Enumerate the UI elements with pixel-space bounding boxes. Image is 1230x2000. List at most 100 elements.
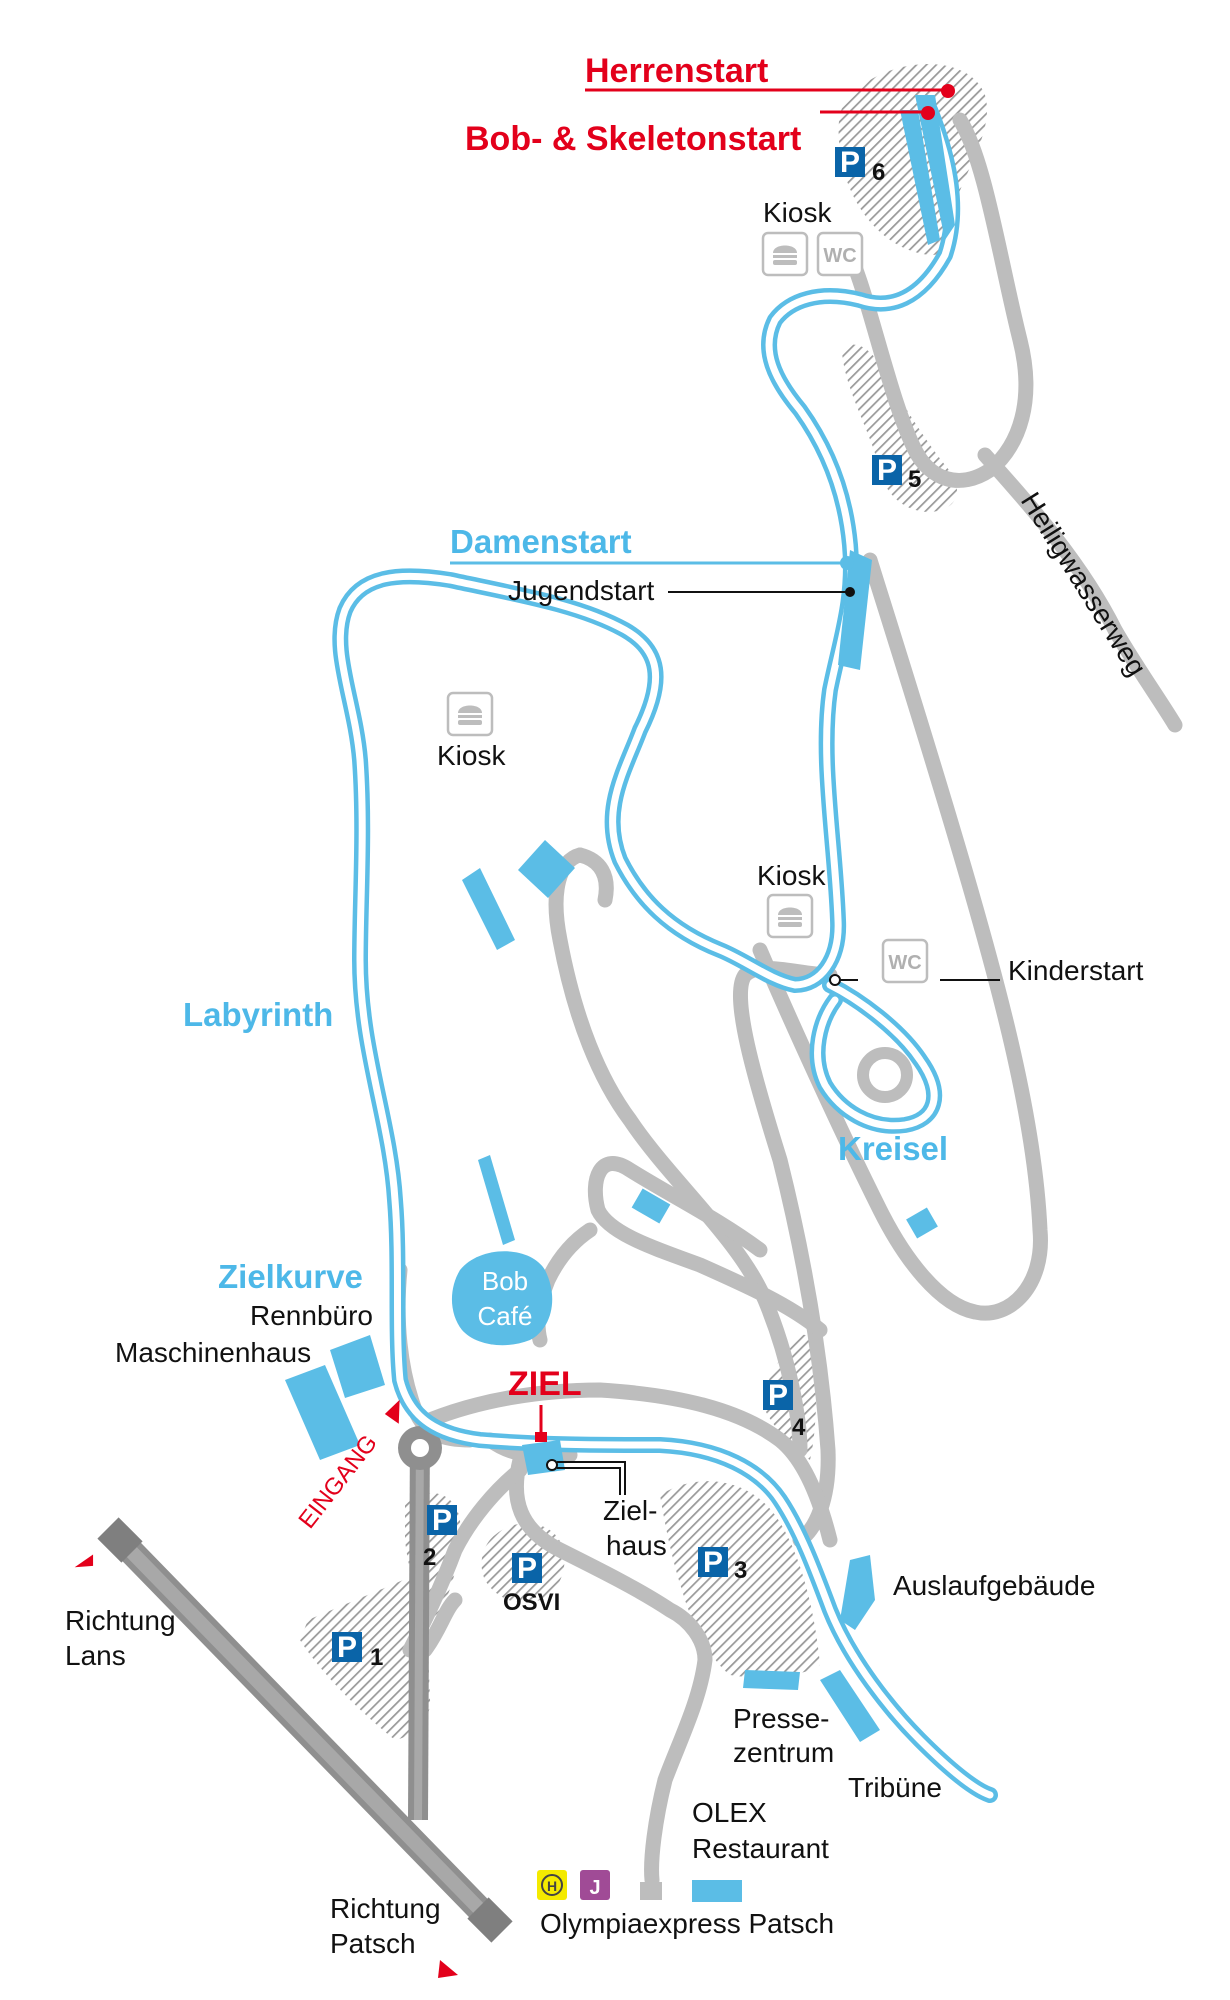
bobsleigh-track	[332, 102, 998, 1803]
svg-text:P: P	[703, 1546, 723, 1579]
bobstart-label: Bob- & Skeletonstart	[465, 120, 801, 158]
bus-stop-icon: H	[537, 1870, 567, 1900]
svg-text:P: P	[877, 454, 897, 487]
maschinenhaus-label: Maschinenhaus	[115, 1337, 311, 1368]
svg-text:P: P	[432, 1504, 452, 1537]
svg-text:1: 1	[370, 1644, 383, 1671]
heiligwasserweg-road	[977, 447, 1183, 733]
building-pressezentrum	[743, 1670, 800, 1690]
kreisel-center	[857, 1047, 913, 1103]
heiligwasserweg-label: Heiligwasserweg	[1015, 487, 1153, 682]
ziel-label: ZIEL	[508, 1365, 582, 1403]
zielhaus-label-2: haus	[606, 1530, 667, 1561]
parking-sign-3: P 3	[698, 1546, 747, 1584]
labyrinth-label: Labyrinth	[183, 996, 333, 1033]
central-inner-road	[572, 847, 614, 908]
zielhaus-label-1: Ziel-	[603, 1495, 657, 1526]
svg-text:P: P	[840, 146, 860, 179]
herren-start-ramp	[915, 95, 955, 240]
building-labyrinth-1	[462, 868, 515, 950]
svg-text:OSVI: OSVI	[503, 1589, 560, 1616]
lans-label-1: Richtung	[65, 1605, 176, 1636]
damenstart-label: Damenstart	[450, 523, 632, 560]
parking-signs: P 6 P 5 P 4 P 3 P 2 P OSVI	[332, 146, 921, 1671]
svg-text:5: 5	[908, 466, 921, 493]
building-central	[631, 1188, 671, 1224]
building-maschinenhaus	[285, 1365, 360, 1460]
kiosk-top-label: Kiosk	[763, 197, 832, 228]
main-road	[97, 1429, 513, 1943]
svg-text:P: P	[337, 1631, 357, 1664]
wc-icon: WC	[881, 938, 929, 984]
entrance-arrow-icon	[384, 1399, 400, 1424]
damen-start-ramp	[838, 550, 872, 670]
kiosk-right-label: Kiosk	[757, 860, 826, 891]
zielkurve-label: Zielkurve	[218, 1258, 363, 1295]
bobstart-marker	[921, 106, 935, 120]
herrenstart-label: Herrenstart	[585, 52, 768, 90]
herrenstart-marker	[941, 84, 955, 98]
start-markers	[450, 84, 1000, 1495]
parking-area-1	[300, 1570, 431, 1740]
svg-text:2: 2	[423, 1544, 436, 1571]
svg-text:J: J	[589, 1877, 600, 1899]
building-auslauf	[840, 1555, 875, 1630]
parking-sign-6: P 6	[835, 146, 885, 186]
olympiaexpress-label: Olympiaexpress Patsch	[540, 1908, 834, 1939]
burger-icon	[446, 691, 494, 737]
bob-cafe-label-1: Bob	[482, 1266, 528, 1296]
patsch-label-1: Richtung	[330, 1893, 441, 1924]
labels: Herrenstart Bob- & Skeletonstart Kiosk D…	[65, 52, 1153, 1959]
presse-label-2: zentrum	[733, 1737, 834, 1768]
building-right	[906, 1207, 938, 1239]
burger-icon	[761, 231, 809, 277]
lans-label-2: Lans	[65, 1640, 126, 1671]
presse-label-1: Presse-	[733, 1703, 829, 1734]
wc-icon: WC	[816, 231, 864, 277]
facility-icons: WC WC H J	[446, 231, 929, 1900]
building-zielhaus	[522, 1440, 565, 1475]
kiosk-mid-label: Kiosk	[437, 740, 506, 771]
building-tribuene	[820, 1670, 880, 1742]
building-olympiaexpress	[640, 1882, 662, 1900]
bob-cafe-building	[451, 1251, 553, 1346]
direction-arrow-icon	[438, 1960, 458, 1978]
middle-loop-road	[587, 1156, 828, 1338]
jugendstart-marker	[845, 587, 855, 597]
patsch-label-2: Patsch	[330, 1928, 416, 1959]
svg-text:6: 6	[872, 159, 885, 186]
buildings	[285, 840, 938, 1902]
burger-icon	[766, 893, 814, 939]
parking-sign-osvi: P OSVI	[503, 1552, 560, 1616]
auslauf-label: Auslaufgebäude	[893, 1570, 1095, 1601]
parking-sign-5: P 5	[872, 454, 921, 493]
damenstart-marker	[840, 556, 854, 570]
jugendstart-label: Jugendstart	[508, 575, 655, 606]
ziel-marker	[535, 1432, 547, 1442]
svg-text:WC: WC	[888, 952, 921, 974]
parking-sign-2: P 2	[423, 1504, 457, 1571]
svg-text:P: P	[768, 1379, 788, 1412]
roundabout-center	[411, 1439, 429, 1457]
svg-text:4: 4	[792, 1414, 806, 1441]
parking-sign-4: P 4	[763, 1379, 806, 1441]
kinderstart-label: Kinderstart	[1008, 955, 1144, 986]
zielhaus-road	[508, 1452, 713, 1888]
building-rennbuero	[330, 1335, 385, 1398]
building-zielkurve-strip	[478, 1155, 515, 1245]
direction-arrow-icon	[74, 1554, 94, 1568]
svg-text:H: H	[547, 1878, 557, 1894]
kreisel-label: Kreisel	[838, 1130, 948, 1167]
svg-text:3: 3	[734, 1557, 747, 1584]
olex-label-1: OLEX	[692, 1797, 767, 1828]
svg-text:P: P	[517, 1552, 537, 1585]
svg-text:WC: WC	[823, 245, 856, 267]
tribuene-label: Tribüne	[848, 1772, 942, 1803]
bob-cafe-label-2: Café	[478, 1301, 533, 1331]
kinderstart-marker	[829, 974, 841, 986]
right-side-road	[752, 552, 1048, 1321]
central-left-road	[548, 847, 808, 1458]
building-labyrinth-2	[518, 840, 575, 898]
building-olex	[692, 1880, 742, 1902]
